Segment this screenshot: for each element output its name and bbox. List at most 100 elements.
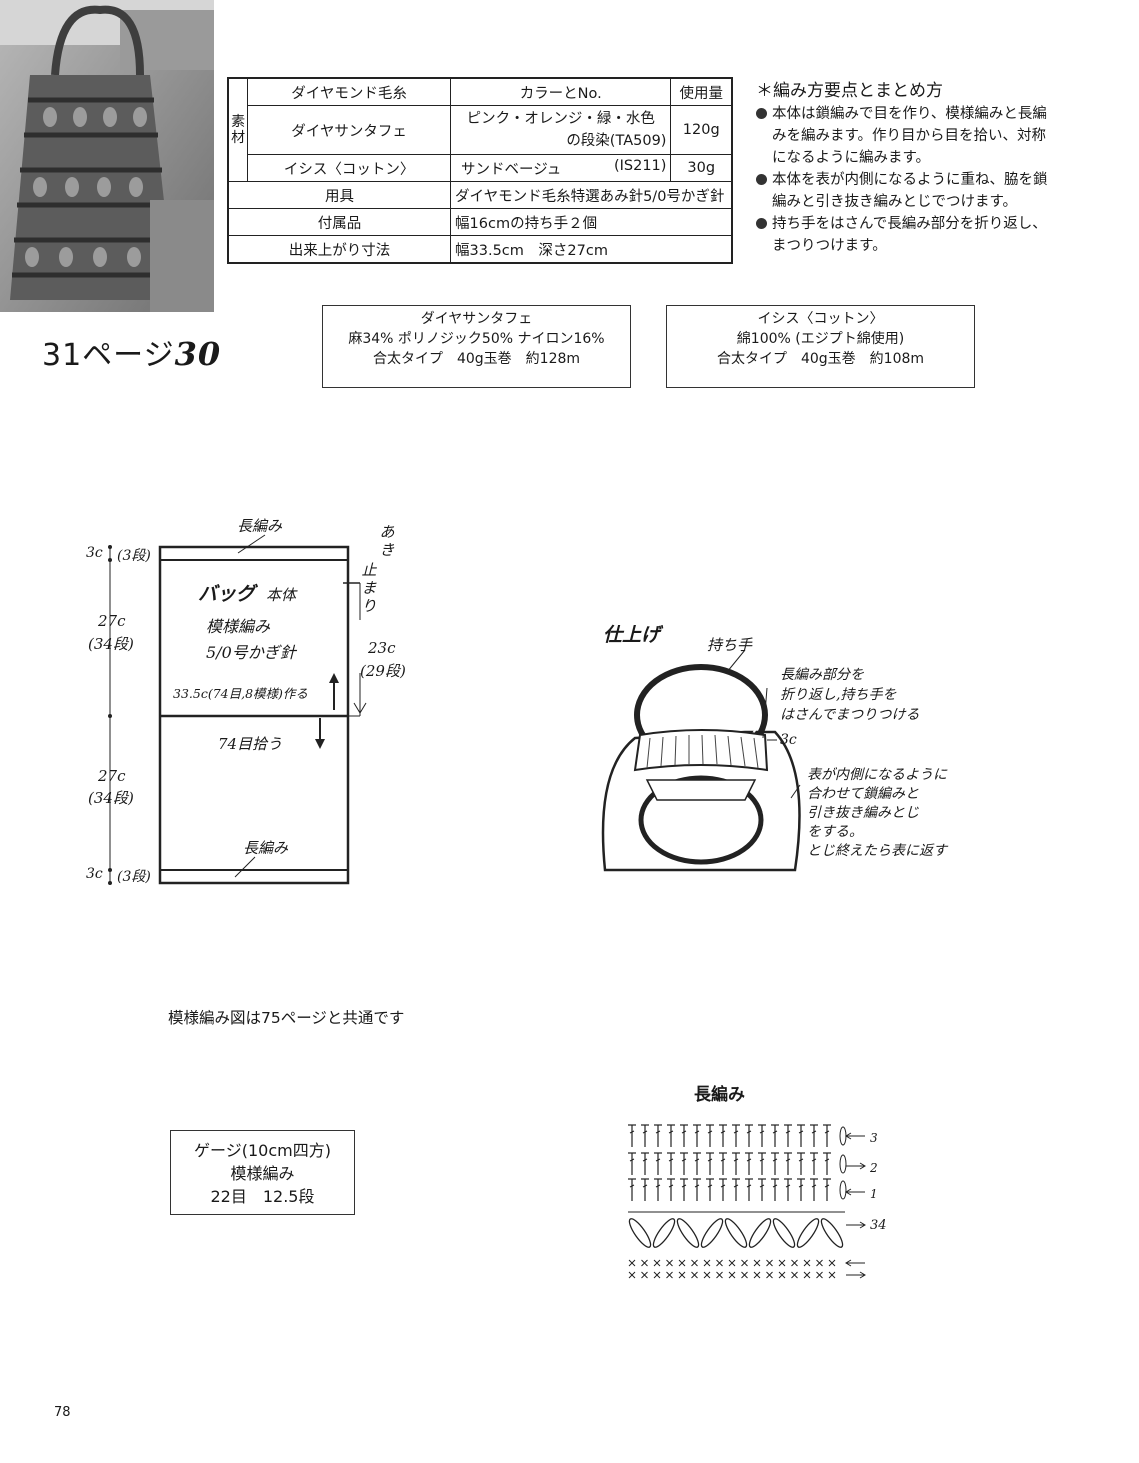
- header-yarn-brand: ダイヤモンド毛糸: [247, 77, 452, 106]
- sc-stitch-symbol: [653, 1271, 661, 1279]
- dc-stitch-symbol: [629, 1158, 635, 1162]
- instruction-line: 本体を表が内側になるように重ね、脇を鎖: [772, 172, 1048, 188]
- sc-stitch-symbol: [816, 1259, 823, 1267]
- sc-stitch-symbol: [728, 1259, 736, 1267]
- instruction-line: 編みと引き抜き編みとじでつけます。: [772, 194, 1018, 210]
- page-reference-text: 31ページ: [42, 338, 175, 373]
- dc-stitch-symbol: [655, 1130, 661, 1134]
- dc-stitch-symbol: [759, 1184, 765, 1188]
- sc-stitch-symbol: [641, 1271, 648, 1279]
- gauge-value: 22目 12.5段: [210, 1187, 315, 1206]
- dc-stitch-symbol: [629, 1130, 635, 1134]
- instruction-line: になるように編みます。: [772, 150, 931, 166]
- handle-label: 持ち手: [707, 636, 753, 654]
- sc-stitch-symbol: [741, 1271, 748, 1279]
- row-direction-arrow: [859, 1221, 866, 1229]
- dc-stitch-symbol: [681, 1184, 687, 1188]
- dc-stitch-symbol: [733, 1184, 739, 1188]
- row-label-3: 3: [870, 1131, 878, 1145]
- pattern-stitch-symbol: [748, 1218, 772, 1248]
- dc-stitch-symbol: [746, 1184, 752, 1188]
- chain-symbol: [839, 1180, 847, 1200]
- yarn-2-color-name: サンドベージュ: [461, 161, 562, 178]
- pattern-stitch-symbol: [724, 1218, 748, 1248]
- instruction-item: 本体を表が内側になるように重ね、脇を鎖 編みと引き抜き編みとじでつけます。: [756, 169, 1126, 213]
- dc-stitch-symbol: [785, 1130, 791, 1134]
- dim-bottom: 3c: [86, 866, 103, 882]
- parts-value: 幅16cmの持ち手２個: [450, 208, 733, 236]
- row-direction-arrow: [859, 1271, 866, 1279]
- instructions-title: ＊編み方要点とまとめ方: [756, 81, 943, 101]
- page-number: 78: [54, 1405, 71, 1420]
- dc-stitch-symbol: [668, 1184, 674, 1188]
- row-direction-arrow: [845, 1259, 852, 1267]
- dc-stitch-symbol: [759, 1130, 765, 1134]
- finish-note1-line2: 折り返し,持ち手を: [780, 687, 897, 703]
- finish-note2-line1: 表が内側になるように: [807, 767, 947, 783]
- pattern-label: 模様編み: [206, 617, 271, 636]
- sc-stitch-symbol: [803, 1271, 811, 1279]
- header-color: カラーとNo.: [450, 77, 672, 106]
- dc-stitch-symbol: [824, 1130, 830, 1134]
- sc-stitch-symbol: [666, 1271, 673, 1279]
- dc-stitch-symbol: [772, 1158, 778, 1162]
- sc-stitch-symbol: [778, 1271, 786, 1279]
- dc-stitch-symbol: [733, 1158, 739, 1162]
- dc-stitch-symbol: [824, 1158, 830, 1162]
- finish-note1-line3: はさんでまつりつける: [780, 707, 920, 723]
- finishing-illustration: [601, 649, 801, 872]
- dc-stitch-symbol: [733, 1130, 739, 1134]
- row-direction-arrow: [845, 1132, 852, 1140]
- sc-stitch-symbol: [678, 1259, 686, 1267]
- yarn-1-name: ダイヤサンタフェ: [247, 105, 452, 155]
- bullet-icon: [756, 108, 767, 119]
- parts-label: 付属品: [227, 208, 452, 236]
- stitch-chart: 長編み 3 2 1 34: [620, 1075, 920, 1285]
- stitch-chart-symbols: [628, 1124, 866, 1279]
- sc-stitch-symbol: [653, 1259, 661, 1267]
- dc-stitch-symbol: [798, 1184, 804, 1188]
- dc-stitch-symbol: [720, 1130, 726, 1134]
- yarn-1-color-line2: の段染(TA509): [566, 133, 667, 149]
- instruction-line: まつりつけます。: [772, 238, 887, 254]
- chain-symbol: [839, 1154, 847, 1174]
- sc-stitch-symbol: [716, 1259, 723, 1267]
- dim-mid-bottom: 27c: [98, 767, 126, 785]
- dc-stitch-symbol: [668, 1158, 674, 1162]
- dc-stitch-symbol: [811, 1130, 817, 1134]
- pattern-stitch-symbol: [676, 1218, 700, 1248]
- dc-stitch-symbol: [642, 1130, 648, 1134]
- row-direction-arrow: [845, 1188, 852, 1196]
- finish-note2-line5: とじ終えたら表に返す: [807, 843, 947, 859]
- size-label: 出来上がり寸法: [227, 235, 452, 264]
- sc-stitch-symbol: [766, 1259, 773, 1267]
- bag-title: バッグ: [198, 583, 256, 605]
- dc-stitch-symbol: [642, 1184, 648, 1188]
- sc-stitch-symbol: [741, 1259, 748, 1267]
- sc-stitch-symbol: [828, 1271, 836, 1279]
- dc-stitch-symbol: [720, 1184, 726, 1188]
- bag-subtitle: 本体: [266, 586, 297, 604]
- finish-note2-line4: をする。: [807, 824, 863, 840]
- tools-value: ダイヤモンド毛糸特選あみ針5/0号かぎ針: [450, 181, 733, 209]
- dc-stitch-symbol: [694, 1158, 700, 1162]
- yarn-1-color-line1: ピンク・オレンジ・緑・水色: [466, 111, 655, 127]
- row-label-2: 2: [870, 1161, 878, 1175]
- finish-note2-line2: 合わせて鎖編みと: [807, 786, 919, 802]
- instruction-line: みを編みます。作り目から目を拾い、対称: [772, 128, 1047, 144]
- yarn-info-santafe: ダイヤサンタフェ 麻34% ポリノジック50% ナイロン16% 合太タイプ 40…: [322, 305, 631, 388]
- pattern-stitch-symbol: [700, 1218, 724, 1248]
- rows-mid-top: (34段): [88, 635, 134, 653]
- row-label-34: 34: [870, 1218, 887, 1233]
- finish-note2-line3: 引き抜き編みとじ: [807, 805, 919, 821]
- bullet-icon: [756, 218, 767, 229]
- dc-stitch-symbol: [655, 1158, 661, 1162]
- dc-stitch-symbol: [681, 1130, 687, 1134]
- dim-top: 3c: [86, 545, 103, 561]
- header-amount: 使用量: [670, 77, 733, 106]
- sc-stitch-symbol: [691, 1259, 698, 1267]
- dc-stitch-symbol: [707, 1130, 713, 1134]
- sc-stitch-symbol: [691, 1271, 698, 1279]
- yarn-1-color: ピンク・オレンジ・緑・水色 の段染(TA509): [450, 105, 672, 155]
- finish-note1-line1: 長編み部分を: [780, 667, 864, 683]
